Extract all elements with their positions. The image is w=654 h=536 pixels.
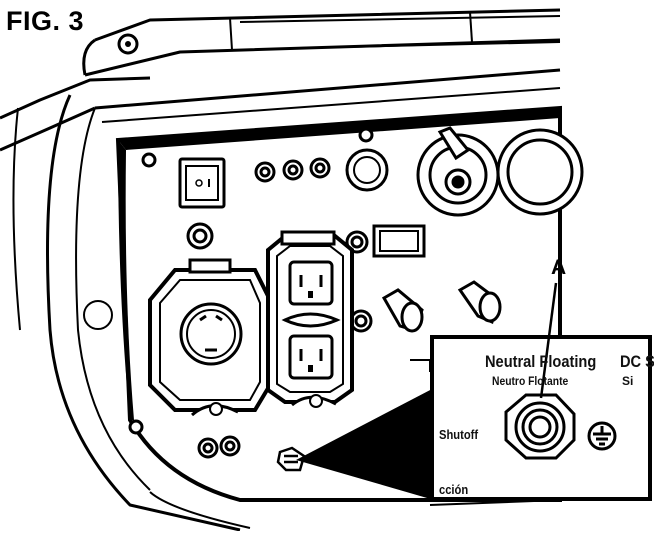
accion-label: cción xyxy=(439,482,469,497)
choke-knob-icon xyxy=(416,126,500,217)
duplex-receptacle-icon xyxy=(266,230,354,408)
indicator-lights-icon xyxy=(254,157,331,183)
housing-screw-icon xyxy=(117,33,139,55)
bottom-knobs-icon xyxy=(197,435,241,459)
gauge-icon xyxy=(496,128,584,216)
panel-screw-icon xyxy=(128,127,374,435)
callout-label-a: A xyxy=(551,256,567,279)
power-switch-icon xyxy=(178,157,226,209)
reset-button-icon xyxy=(345,148,389,192)
ground-symbol-icon xyxy=(587,421,617,451)
circuit-breaker-icon xyxy=(381,280,502,333)
neutral-ground-terminal-icon xyxy=(504,393,576,460)
figure-title: FIG. 3 xyxy=(6,6,85,36)
shutoff-label: Shutoff xyxy=(439,427,479,442)
side-indent xyxy=(83,300,113,330)
dc-label: DC S xyxy=(620,352,654,371)
neutro-flotante-label: Neutro Flotante xyxy=(492,374,569,388)
generator-housing xyxy=(0,8,561,532)
small-knob-icon xyxy=(186,222,214,250)
panel-ground-terminal-icon xyxy=(276,446,306,472)
neutral-floating-label: Neutral Floating xyxy=(485,352,597,371)
rocker-switch-icon xyxy=(372,224,426,258)
twist-lock-receptacle-icon xyxy=(148,258,272,417)
zoom-beam xyxy=(296,388,434,500)
callout-leader-line xyxy=(539,282,558,399)
dc-sub-label: Si xyxy=(622,374,634,388)
housing-ribs xyxy=(239,15,561,49)
